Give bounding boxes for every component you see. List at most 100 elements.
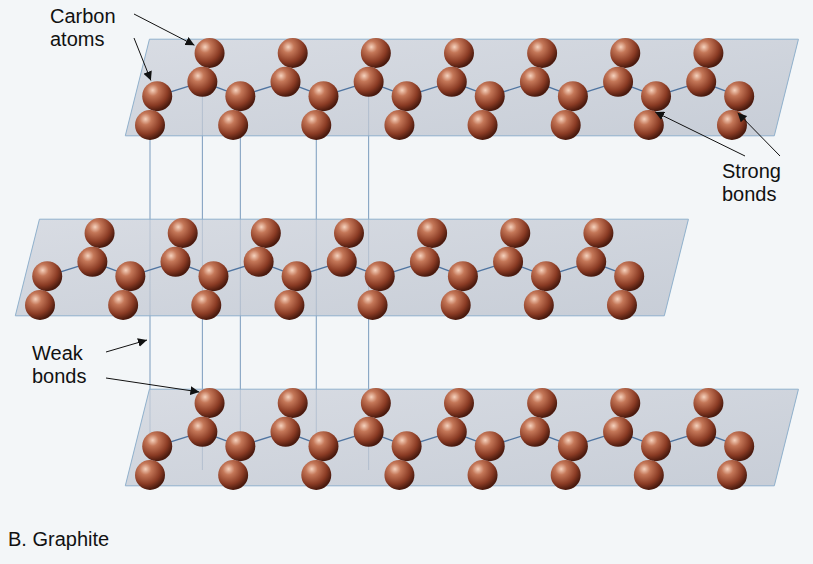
carbon-atom: [187, 417, 217, 447]
leader-line: [134, 38, 151, 80]
carbon-atom: [468, 110, 498, 140]
carbon-atom: [607, 290, 637, 320]
carbon-sheet: [125, 38, 798, 140]
carbon-atom: [384, 110, 414, 140]
carbon-atom: [392, 431, 422, 461]
carbon-atom: [527, 38, 557, 68]
carbon-atom: [641, 431, 671, 461]
carbon-atom: [520, 417, 550, 447]
carbon-atom: [308, 81, 338, 111]
part-label: Carbon atoms: [50, 5, 130, 51]
carbon-atom: [274, 290, 304, 320]
carbon-atom: [724, 431, 754, 461]
carbon-atom: [551, 460, 581, 490]
carbon-atom: [686, 417, 716, 447]
carbon-atom: [115, 261, 145, 291]
carbon-atom: [142, 81, 172, 111]
carbon-atom: [475, 431, 505, 461]
carbon-atom: [520, 67, 550, 97]
carbon-atom: [444, 388, 474, 418]
carbon-atom: [392, 81, 422, 111]
carbon-layers: [15, 38, 798, 490]
carbon-atom: [527, 388, 557, 418]
carbon-atom: [142, 431, 172, 461]
carbon-atom: [686, 67, 716, 97]
carbon-atom: [282, 261, 312, 291]
leader-line: [106, 378, 199, 392]
carbon-atom: [475, 81, 505, 111]
carbon-atom: [603, 67, 633, 97]
carbon-atom: [610, 388, 640, 418]
carbon-atom: [717, 110, 747, 140]
carbon-atom: [161, 247, 191, 277]
carbon-atom: [334, 218, 364, 248]
carbon-atom: [354, 417, 384, 447]
carbon-atom: [195, 38, 225, 68]
carbon-atom: [500, 218, 530, 248]
carbon-atom: [524, 290, 554, 320]
carbon-atom: [603, 417, 633, 447]
carbon-atom: [448, 261, 478, 291]
carbon-atom: [278, 38, 308, 68]
carbon-atom: [25, 290, 55, 320]
carbon-atom: [558, 431, 588, 461]
carbon-atom: [693, 388, 723, 418]
carbon-atom: [195, 388, 225, 418]
carbon-atom: [32, 261, 62, 291]
carbon-atom: [468, 460, 498, 490]
leader-lines: [106, 14, 780, 392]
carbon-atom: [187, 67, 217, 97]
carbon-atom: [225, 431, 255, 461]
carbon-atom: [410, 247, 440, 277]
carbon-atom: [361, 38, 391, 68]
leader-line: [134, 14, 194, 45]
carbon-atom: [531, 261, 561, 291]
part-label: Weak bonds: [32, 342, 102, 388]
carbon-atom: [271, 67, 301, 97]
carbon-atom: [225, 81, 255, 111]
figure-caption: B. Graphite: [8, 528, 208, 551]
carbon-atom: [308, 431, 338, 461]
carbon-atom: [327, 247, 357, 277]
carbon-atom: [135, 460, 165, 490]
carbon-sheet: [125, 388, 798, 490]
carbon-atom: [354, 67, 384, 97]
carbon-atom: [85, 218, 115, 248]
carbon-atom: [558, 81, 588, 111]
carbon-atom: [614, 261, 644, 291]
carbon-atom: [135, 110, 165, 140]
carbon-atom: [218, 110, 248, 140]
carbon-sheet: [15, 218, 688, 320]
carbon-atom: [168, 218, 198, 248]
carbon-atom: [301, 460, 331, 490]
carbon-atom: [444, 38, 474, 68]
carbon-atom: [244, 247, 274, 277]
part-label: Strong bonds: [722, 160, 800, 206]
carbon-atom: [278, 388, 308, 418]
carbon-atom: [583, 218, 613, 248]
carbon-atom: [251, 218, 281, 248]
carbon-atom: [358, 290, 388, 320]
carbon-atom: [191, 290, 221, 320]
carbon-atom: [610, 38, 640, 68]
carbon-atom: [384, 460, 414, 490]
carbon-atom: [198, 261, 228, 291]
carbon-atom: [717, 460, 747, 490]
carbon-atom: [301, 110, 331, 140]
carbon-atom: [437, 417, 467, 447]
carbon-atom: [361, 388, 391, 418]
carbon-atom: [271, 417, 301, 447]
carbon-atom: [641, 81, 671, 111]
carbon-atom: [108, 290, 138, 320]
carbon-atom: [77, 247, 107, 277]
carbon-atom: [634, 460, 664, 490]
leader-line: [738, 113, 780, 156]
carbon-atom: [218, 460, 248, 490]
carbon-atom: [417, 218, 447, 248]
carbon-atom: [441, 290, 471, 320]
leader-line: [106, 340, 147, 352]
carbon-atom: [551, 110, 581, 140]
carbon-atom: [365, 261, 395, 291]
carbon-atom: [493, 247, 523, 277]
